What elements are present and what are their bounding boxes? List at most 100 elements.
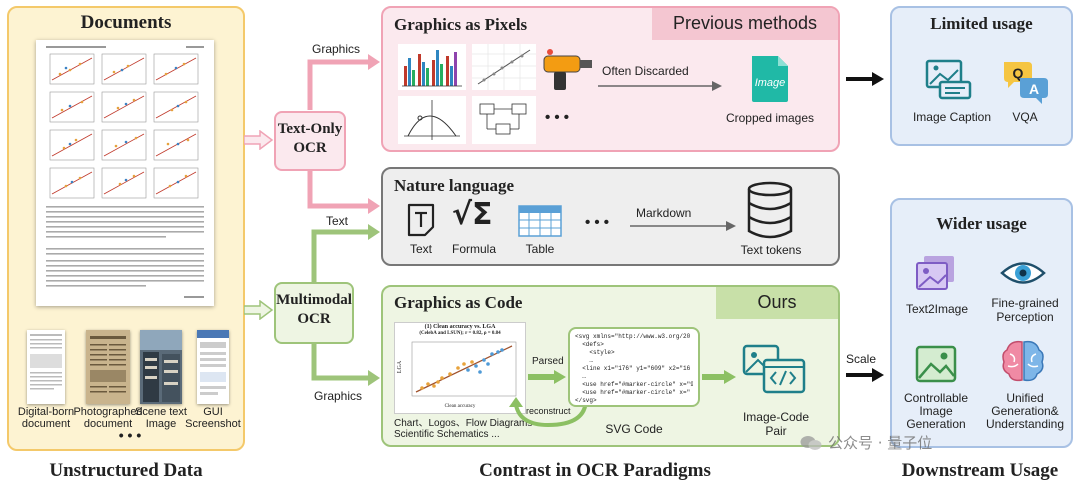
svg-code-line: <svg xmlns="http://www.w3.org/20 … (575, 333, 693, 340)
wider-item-controllable: Controllable Image Generation (903, 391, 969, 431)
edge-label-graphics-bottom: Graphics (314, 389, 363, 403)
vqa-q-text: Q (1013, 65, 1024, 81)
previous-methods-badge (652, 8, 838, 40)
often-discarded-label: Often Discarded (602, 64, 689, 78)
svg-code-line: <use href="#marker-circle" x=" … (575, 389, 693, 396)
chart-subtitle: (CelebA and LSUN); r = 0.82, ρ = 0.84 (419, 331, 501, 336)
reconstruct-arrow (509, 397, 588, 428)
edge-label-text: Text (326, 214, 349, 228)
multimodal-ocr-box (274, 282, 354, 344)
documents-to-multimodal-arrow (244, 300, 274, 320)
cropped-images-label: Cropped images (725, 111, 815, 125)
footer-unstructured-data: Unstructured Data (49, 460, 203, 481)
text-tokens-database-icon (747, 181, 793, 239)
to-wider-arrow (846, 368, 884, 382)
chart-caption: Chart、Logos、Flow Diagrams Scientific Sch… (394, 418, 533, 440)
svg-code-line: <use href="#marker-circle" x="9 … (575, 381, 693, 388)
footer-contrast-ocr: Contrast in OCR Paradigms (479, 460, 711, 481)
vqa-a-text: A (1029, 81, 1039, 97)
chart-ylabel: LGA (397, 360, 404, 374)
reconstruct-label: reconstruct (526, 406, 571, 416)
limited-usage-title: Limited usage (930, 14, 1033, 33)
thumb-digital-born (27, 330, 65, 404)
wider-item-unified: Unified Generation& Understanding (985, 391, 1065, 431)
label-scene-text: Scene text Image (135, 406, 187, 430)
multimodal-ocr-label: Multimodal OCR (276, 292, 352, 327)
scale-label: Scale (846, 352, 877, 366)
drill-thumbnail (543, 49, 592, 90)
text2image-icon (916, 256, 954, 290)
svg-code-line: … (575, 357, 594, 364)
previous-methods-label: Previous methods (672, 13, 818, 33)
limited-item-image-caption: Image Caption (912, 110, 992, 124)
parsed-label: Parsed (532, 356, 564, 367)
thumb-photographed (86, 330, 130, 404)
nature-item-text: Text (409, 242, 432, 256)
nature-item-formula: Formula (451, 242, 496, 256)
documents-to-textonly-arrow (244, 130, 274, 150)
graphics-as-code-title: Graphics as Code (394, 293, 523, 312)
parsed-arrow (528, 370, 566, 384)
image-file-icon: Image (752, 56, 788, 102)
text-only-ocr-box (274, 111, 346, 171)
image-icon-text: Image (755, 77, 786, 89)
circuit-thumbnail (472, 96, 536, 144)
chart-plot (411, 341, 517, 397)
document-page-content (46, 46, 204, 298)
documents-more-dots: • • • (118, 427, 142, 443)
image-code-pair-label: Image-Code Pair (742, 410, 810, 438)
vqa-icon: Q A (1004, 62, 1048, 104)
nature-item-table: Table (525, 242, 555, 256)
wider-usage-panel (890, 198, 1073, 448)
image-caption-icon (925, 59, 972, 100)
documents-title: Documents (80, 12, 172, 33)
limited-usage-panel (890, 6, 1073, 146)
graphics-as-pixels-title: Graphics as Pixels (394, 15, 528, 34)
text-tokens-label: Text tokens (740, 243, 802, 257)
text-icon (407, 203, 435, 237)
chart-title: (1) Clean accuracy vs. LGA (424, 324, 496, 330)
to-pair-arrow (702, 370, 736, 384)
chart-xlabel: Clean accuracy (444, 404, 476, 409)
line-plot-thumbnail (472, 44, 536, 90)
image-code-pair-icon (742, 344, 806, 394)
clean-accuracy-chart (394, 322, 526, 414)
nature-more-dots: • • • (584, 214, 610, 231)
footer-downstream-usage: Downstream Usage (901, 460, 1059, 481)
unified-brain-icon (1002, 340, 1044, 382)
edge-label-graphics-top: Graphics (312, 42, 361, 56)
pixels-more-dots: • • • (544, 109, 570, 126)
svg-code-line: </svg> (575, 397, 597, 404)
limited-item-vqa: VQA (1012, 110, 1038, 124)
wider-usage-title: Wider usage (936, 214, 1027, 233)
thumb-scene-text (140, 330, 182, 404)
markdown-arrow (630, 221, 736, 231)
bar-chart-thumbnail (398, 44, 466, 90)
svg-code-label: SVG Code (605, 422, 663, 436)
label-gui-screenshot: GUI Screenshot (185, 406, 241, 430)
svg-code-line: <line x1="176" y1="609" x2="16 … (575, 365, 693, 372)
svg-code-line: <style> (575, 349, 615, 356)
svg-code-line: <defs> (575, 341, 604, 348)
watermark: 公众号 · 量子位 (800, 432, 932, 453)
document-page (36, 40, 214, 306)
often-discarded-arrow (598, 81, 722, 91)
nature-language-title: Nature language (394, 176, 515, 195)
ocr-connectors (307, 54, 380, 386)
wechat-icon (800, 435, 822, 450)
fine-grained-perception-icon (1000, 262, 1046, 284)
text-only-ocr-label: Text-Only OCR (277, 121, 343, 156)
ours-badge (716, 287, 838, 319)
wider-item-fine-grained: Fine-grained Perception (991, 296, 1059, 324)
markdown-label: Markdown (636, 206, 692, 220)
watermark-text: 公众号 · 量子位 (828, 434, 933, 452)
svg-code-line: … (575, 373, 586, 380)
thumb-gui-screenshot (197, 330, 229, 404)
label-photographed: Photographed document (73, 406, 143, 430)
wider-item-text2image: Text2Image (905, 302, 969, 316)
label-digital-born: Digital-born document (17, 406, 75, 430)
table-icon (518, 205, 562, 237)
ours-label: Ours (757, 292, 797, 312)
formula-icon: √Σ (452, 197, 493, 232)
svg-code-box: <svg xmlns="http://www.w3.org/20 … <defs… (568, 327, 700, 407)
